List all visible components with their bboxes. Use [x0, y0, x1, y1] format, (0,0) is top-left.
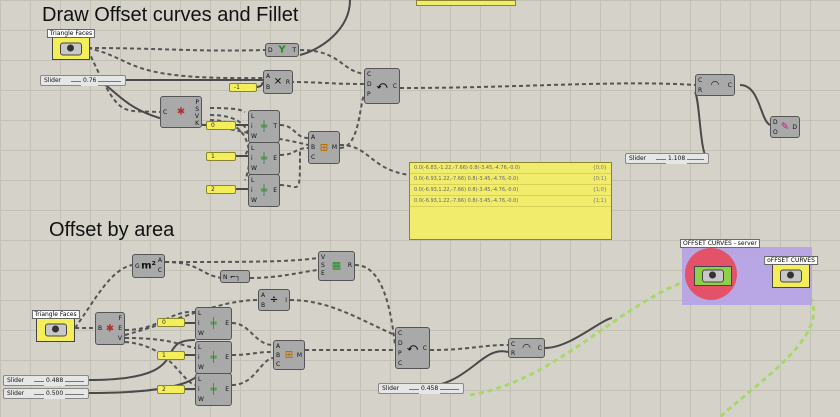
slider-value: 0.500 — [44, 389, 66, 399]
slider-2[interactable]: Slider 1.108 — [625, 153, 709, 164]
triangle-faces-param-1[interactable]: Triangle Faces — [46, 29, 96, 60]
list-item-icon: ╪ — [260, 153, 268, 164]
range-icon: ▦ — [331, 260, 342, 272]
merge-icon: ⊞ — [284, 349, 294, 361]
slider-1[interactable]: Slider 0.76 — [40, 75, 126, 86]
panel-row: {1;0}0.0(-6.93,1.22,-7.66) 0.8(-3.45,-4.… — [410, 185, 611, 196]
input-b[interactable]: 0 — [206, 121, 236, 130]
slider-5[interactable]: Slider 0.458 — [378, 383, 464, 394]
list-item-icon: ╪ — [260, 121, 268, 132]
offset-icon: ⤺ — [376, 80, 388, 92]
wave-icon: ⌐┐ — [229, 272, 241, 281]
fillet-icon: ◠ — [711, 79, 719, 91]
slider-value: 1.108 — [666, 154, 688, 164]
panel-row: {0;1}0.0(-6.93,1.22,-7.66) 0.8(-3.45,-4.… — [410, 174, 611, 185]
slider-label: Slider — [382, 385, 400, 392]
output-panel[interactable]: {0;0}0.0(-6.83,-1.22,-7.66) 0.8(-3.45,-4… — [409, 162, 612, 240]
slider-value: 0.458 — [419, 384, 441, 394]
division-icon: ÷ — [269, 294, 279, 306]
offset-curves-param[interactable]: oFFSET CURVES — [764, 256, 818, 288]
slider-label: Slider — [7, 390, 25, 397]
slider-4[interactable]: Slider 0.500 — [3, 388, 89, 399]
slider-label: Slider — [44, 77, 62, 84]
offset-icon: ⤺ — [407, 342, 418, 354]
param-icon — [44, 323, 67, 337]
triangle-faces-label-2: Triangle Faces — [31, 310, 80, 319]
list-item-icon: ╪ — [210, 352, 217, 363]
multiply-icon: ✕ — [273, 76, 283, 88]
panel-row: {1;1}0.0(-6.93,1.22,-7.66) 0.8(-3.45,-4.… — [410, 196, 611, 207]
param-icon — [702, 269, 724, 283]
slider-value: 0.76 — [81, 76, 99, 86]
merge-icon: ⊞ — [319, 142, 329, 153]
input-c[interactable]: 1 — [206, 152, 236, 161]
heading-draw-offset: Draw Offset curves and Fillet — [42, 4, 299, 26]
list-item-icon: ╪ — [260, 185, 268, 196]
slider-label: Slider — [7, 377, 25, 384]
fillet-icon: ◠ — [522, 342, 531, 354]
input-f[interactable]: 1 — [157, 351, 185, 360]
panel-row: {0;0}0.0(-6.83,-1.22,-7.66) 0.8(-3.45,-4… — [410, 163, 611, 174]
slider-3[interactable]: Slider 0.488 — [3, 375, 89, 386]
offset-curves-label: oFFSET CURVES — [764, 256, 818, 265]
input-g[interactable]: 2 — [157, 385, 185, 394]
slider-label: Slider — [629, 155, 647, 162]
fork-icon: Y — [278, 44, 286, 56]
preview-icon: ✎ — [780, 121, 790, 133]
explode-icon: ✱ — [105, 323, 115, 334]
heading-offset-area: Offset by area — [49, 219, 175, 241]
explode-icon: ✱ — [176, 106, 186, 118]
group-title: OFFSET CURVES - server — [680, 239, 760, 248]
list-item-icon: ╪ — [210, 384, 217, 395]
triangle-faces-param-2[interactable]: Triangle Faces — [31, 310, 80, 342]
area-icon: m² — [141, 260, 156, 272]
triangle-faces-label-1: Triangle Faces — [46, 29, 96, 38]
list-item-icon: ╪ — [210, 318, 217, 329]
top-panel[interactable] — [416, 0, 516, 6]
param-icon — [780, 269, 802, 283]
slider-value: 0.488 — [44, 376, 66, 386]
input-e[interactable]: 0 — [157, 318, 185, 327]
param-icon — [60, 42, 82, 55]
input-a[interactable]: -1 — [229, 83, 257, 92]
number-component[interactable]: N⌐┐ — [220, 270, 250, 283]
offset-curves-server-param[interactable] — [694, 266, 732, 286]
input-d[interactable]: 2 — [206, 185, 236, 194]
